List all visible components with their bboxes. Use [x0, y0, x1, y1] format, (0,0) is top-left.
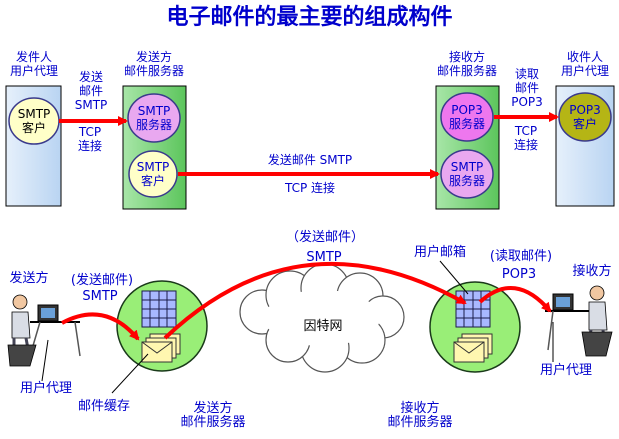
- sender-envelope-stack-icon: [141, 333, 181, 363]
- bottom-sender-label: 发送方: [9, 271, 49, 286]
- pop3-client-label: POP3 客户: [559, 103, 611, 131]
- smtp-server-label: SMTP 服务器: [128, 104, 180, 132]
- smtp-server-node-b: [440, 149, 494, 199]
- smtp-server-b-label: SMTP 服务器: [441, 160, 493, 188]
- sender-server-caption-line2: 邮件服务器: [123, 64, 184, 78]
- user-mailbox-label: 用户邮箱: [413, 245, 466, 260]
- internet-label: 因特网: [303, 319, 343, 334]
- recv-server-bottom-label: 接收方 邮件服务器: [377, 402, 463, 430]
- receiver-server-caption-line2: 邮件服务器: [436, 64, 497, 78]
- mid-tcp-label: TCP 连接: [284, 181, 336, 195]
- arrow-mailbox-to-receiver: [478, 286, 552, 313]
- read-paren-label: (读取邮件): [489, 249, 553, 264]
- pop3-server-line2: 服务器: [448, 117, 485, 131]
- tcp-right-label: TCP 连接: [506, 124, 546, 152]
- arrow-send-across-internet: [163, 261, 467, 340]
- pop3-client-node: [558, 92, 612, 142]
- send-mail-line2: 邮件: [78, 84, 103, 98]
- smtp-server-line1: SMTP: [137, 104, 171, 118]
- send-mail-smtp-label: 发送 邮件 SMTP: [66, 70, 116, 112]
- page-title: 电子邮件的最主要的组成构件: [166, 5, 453, 30]
- bottom-send-smtp-label: SMTP: [82, 289, 118, 304]
- send-server-bottom-line2: 邮件服务器: [180, 415, 246, 430]
- smtp-client-a-label: SMTP 客户: [9, 107, 59, 135]
- sender-person-icon: [7, 294, 81, 367]
- smtp-client-node-b: [128, 150, 178, 198]
- bottom-send-paren-label: (发送邮件): [70, 273, 134, 288]
- mid-send-label: 发送邮件 SMTP: [267, 153, 353, 167]
- smtp-client-b-label: SMTP 客户: [129, 160, 177, 188]
- center-smtp-label: SMTP: [306, 250, 342, 265]
- smtp-client-a-line2: 客户: [21, 121, 46, 135]
- recv-server-bottom-line1: 接收方: [400, 401, 440, 416]
- smtp-client-b-line1: SMTP: [136, 160, 170, 174]
- receiver-ua-caption-line1: 收件人: [566, 50, 603, 64]
- pop3-client-line2: 客户: [572, 117, 597, 131]
- receiver-ua-caption-line2: 用户代理: [560, 64, 609, 78]
- send-server-bottom-line1: 发送方: [193, 401, 233, 416]
- read-mail-line3: POP3: [511, 95, 543, 109]
- sender-server-caption-line1: 发送方: [135, 50, 172, 64]
- internet-cloud: [239, 263, 405, 373]
- pointer-mailcache: [111, 353, 149, 394]
- center-send-paren-label: （发送邮件）: [285, 230, 364, 245]
- smtp-server-node: [127, 93, 181, 143]
- recv-server-bottom-line2: 邮件服务器: [387, 415, 453, 430]
- receiver-server-caption: 接收方 邮件服务器: [424, 50, 510, 78]
- sender-mailbox-grid-icon: [141, 290, 177, 328]
- sender-ua-caption-line1: 发件人: [15, 50, 52, 64]
- pointer-mailbox: [439, 260, 469, 295]
- ua-right-label: 用户代理: [539, 363, 592, 378]
- read-mail-line1: 读取: [514, 67, 539, 81]
- receiver-ua-caption: 收件人 用户代理: [552, 50, 618, 78]
- smtp-server-line2: 服务器: [135, 118, 172, 132]
- sender-ua-caption-line2: 用户代理: [9, 64, 58, 78]
- tcp-left-line1: TCP: [78, 125, 102, 139]
- send-mail-line3: SMTP: [74, 98, 108, 112]
- pop3-server-line1: POP3: [451, 103, 483, 117]
- read-mail-pop3-label: 读取 邮件 POP3: [504, 67, 550, 109]
- send-mail-line1: 发送: [78, 70, 103, 84]
- bottom-receiver-label: 接收方: [572, 264, 612, 279]
- mail-cache-label: 邮件缓存: [77, 399, 130, 414]
- pop3-server-label: POP3 服务器: [441, 103, 493, 131]
- tcp-left-line2: 连接: [77, 139, 102, 153]
- receiver-envelope-stack-icon: [453, 333, 493, 363]
- receiver-person-icon: [545, 285, 613, 357]
- smtp-server-b-line1: SMTP: [450, 160, 484, 174]
- smtp-server-b-line2: 服务器: [448, 174, 485, 188]
- tcp-left-label: TCP 连接: [70, 125, 110, 153]
- sender-ua-caption: 发件人 用户代理: [2, 50, 66, 78]
- send-server-bottom-label: 发送方 邮件服务器: [170, 402, 256, 430]
- receiver-server-caption-line1: 接收方: [448, 50, 485, 64]
- read-pop3-label: POP3: [501, 267, 537, 282]
- pop3-client-line1: POP3: [569, 103, 601, 117]
- smtp-client-a-line1: SMTP: [17, 107, 51, 121]
- smtp-client-b-line2: 客户: [140, 174, 165, 188]
- tcp-right-line1: TCP: [514, 124, 538, 138]
- tcp-right-line2: 连接: [513, 138, 538, 152]
- read-mail-line2: 邮件: [514, 81, 539, 95]
- sender-server-caption: 发送方 邮件服务器: [112, 50, 196, 78]
- ua-left-label: 用户代理: [19, 381, 72, 396]
- pointer-ua-left: [41, 339, 49, 382]
- pop3-server-node: [440, 92, 494, 142]
- arrow-sender-to-mailcache: [61, 312, 140, 341]
